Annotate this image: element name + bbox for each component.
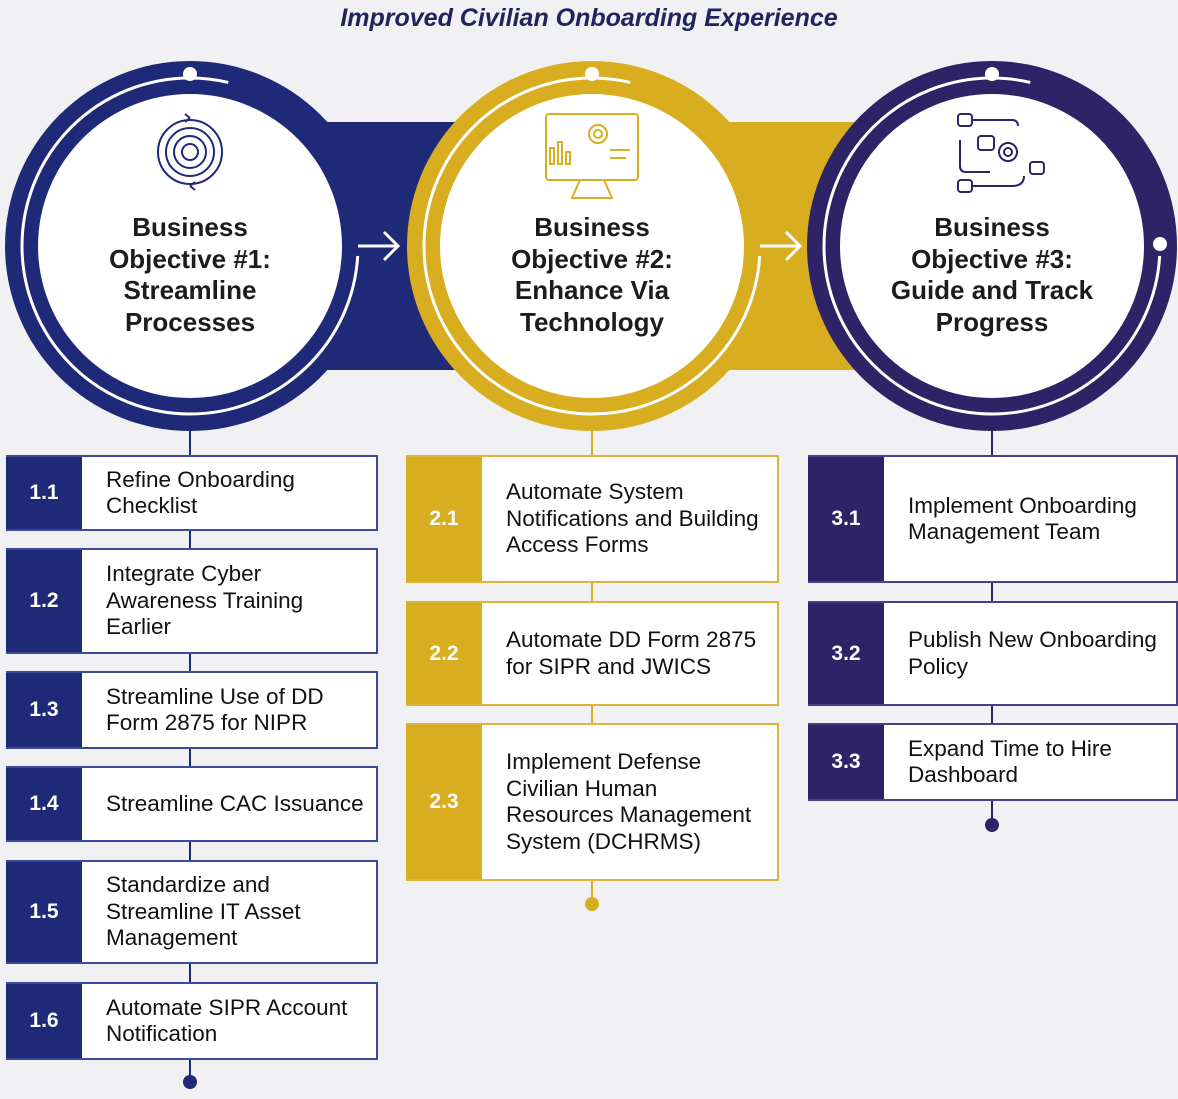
item-number: 1.5 [6,862,82,962]
list-item: 2.1 Automate System Notifications and Bu… [406,455,779,583]
item-label: Integrate Cyber Awareness Training Earli… [106,561,304,640]
list-item: 1.1 Refine Onboarding Checklist [6,455,378,531]
item-number: 3.3 [808,725,884,799]
list-item: 2.3 Implement Defense Civilian Human Res… [406,723,779,881]
gear-cycle-icon [157,113,223,191]
item-number: 2.3 [406,725,482,879]
objective-2-heading: Business Objective #2: Enhance Via Techn… [511,212,673,337]
item-label: Automate SIPR Account Notification [106,994,348,1047]
item-label: Implement Defense Civilian Human Resourc… [506,749,752,854]
end-dot-3 [985,818,999,832]
item-number: 2.2 [406,603,482,704]
item-number: 3.1 [808,457,884,581]
dot-2 [585,67,599,81]
end-dot-2 [585,897,599,911]
list-item: 1.5 Standardize and Streamline IT Asset … [6,860,378,964]
item-label: Standardize and Streamline IT Asset Mana… [106,872,301,951]
list-item: 3.3 Expand Time to Hire Dashboard [808,723,1178,801]
list-item: 2.2 Automate DD Form 2875 for SIPR and J… [406,601,779,706]
item-number: 1.1 [6,457,82,529]
item-number: 1.2 [6,550,82,652]
workflow-gear-icon [957,113,1045,193]
item-number: 1.6 [6,984,82,1058]
item-label: Refine Onboarding Checklist [106,466,295,519]
list-item: 3.1 Implement Onboarding Management Team [808,455,1178,583]
item-label: Streamline Use of DD Form 2875 for NIPR [106,683,324,736]
list-item: 1.6 Automate SIPR Account Notification [6,982,378,1060]
item-label: Publish New Onboarding Policy [908,627,1157,679]
item-label: Automate System Notifications and Buildi… [506,479,759,558]
item-label: Expand Time to Hire Dashboard [908,735,1112,788]
item-label: Streamline CAC Issuance [106,790,364,816]
item-label: Implement Onboarding Management Team [908,492,1137,545]
item-number: 1.3 [6,673,82,747]
list-item: 3.2 Publish New Onboarding Policy [808,601,1178,706]
page-title: Improved Civilian Onboarding Experience [340,4,838,32]
list-item: 1.4 Streamline CAC Issuance [6,766,378,842]
dot-1 [183,67,197,81]
circle-1 [38,94,342,398]
item-number: 1.4 [6,768,82,840]
circle-2 [440,94,744,398]
item-number: 2.1 [406,457,482,581]
list-item: 1.3 Streamline Use of DD Form 2875 for N… [6,671,378,749]
circle-3 [840,94,1144,398]
objective-3-heading: Business Objective #3: Guide and Track P… [890,212,1094,337]
list-item: 1.2 Integrate Cyber Awareness Training E… [6,548,378,654]
arrow-right-icon [358,230,401,262]
item-label: Automate DD Form 2875 for SIPR and JWICS [506,627,757,679]
end-dot-1 [183,1075,197,1089]
monitor-gear-icon [545,113,639,199]
objective-1-heading: Business Objective #1: Streamline Proces… [109,212,271,337]
item-number: 3.2 [808,603,884,704]
arrow-right-icon [760,230,803,262]
dot-3 [985,67,999,81]
